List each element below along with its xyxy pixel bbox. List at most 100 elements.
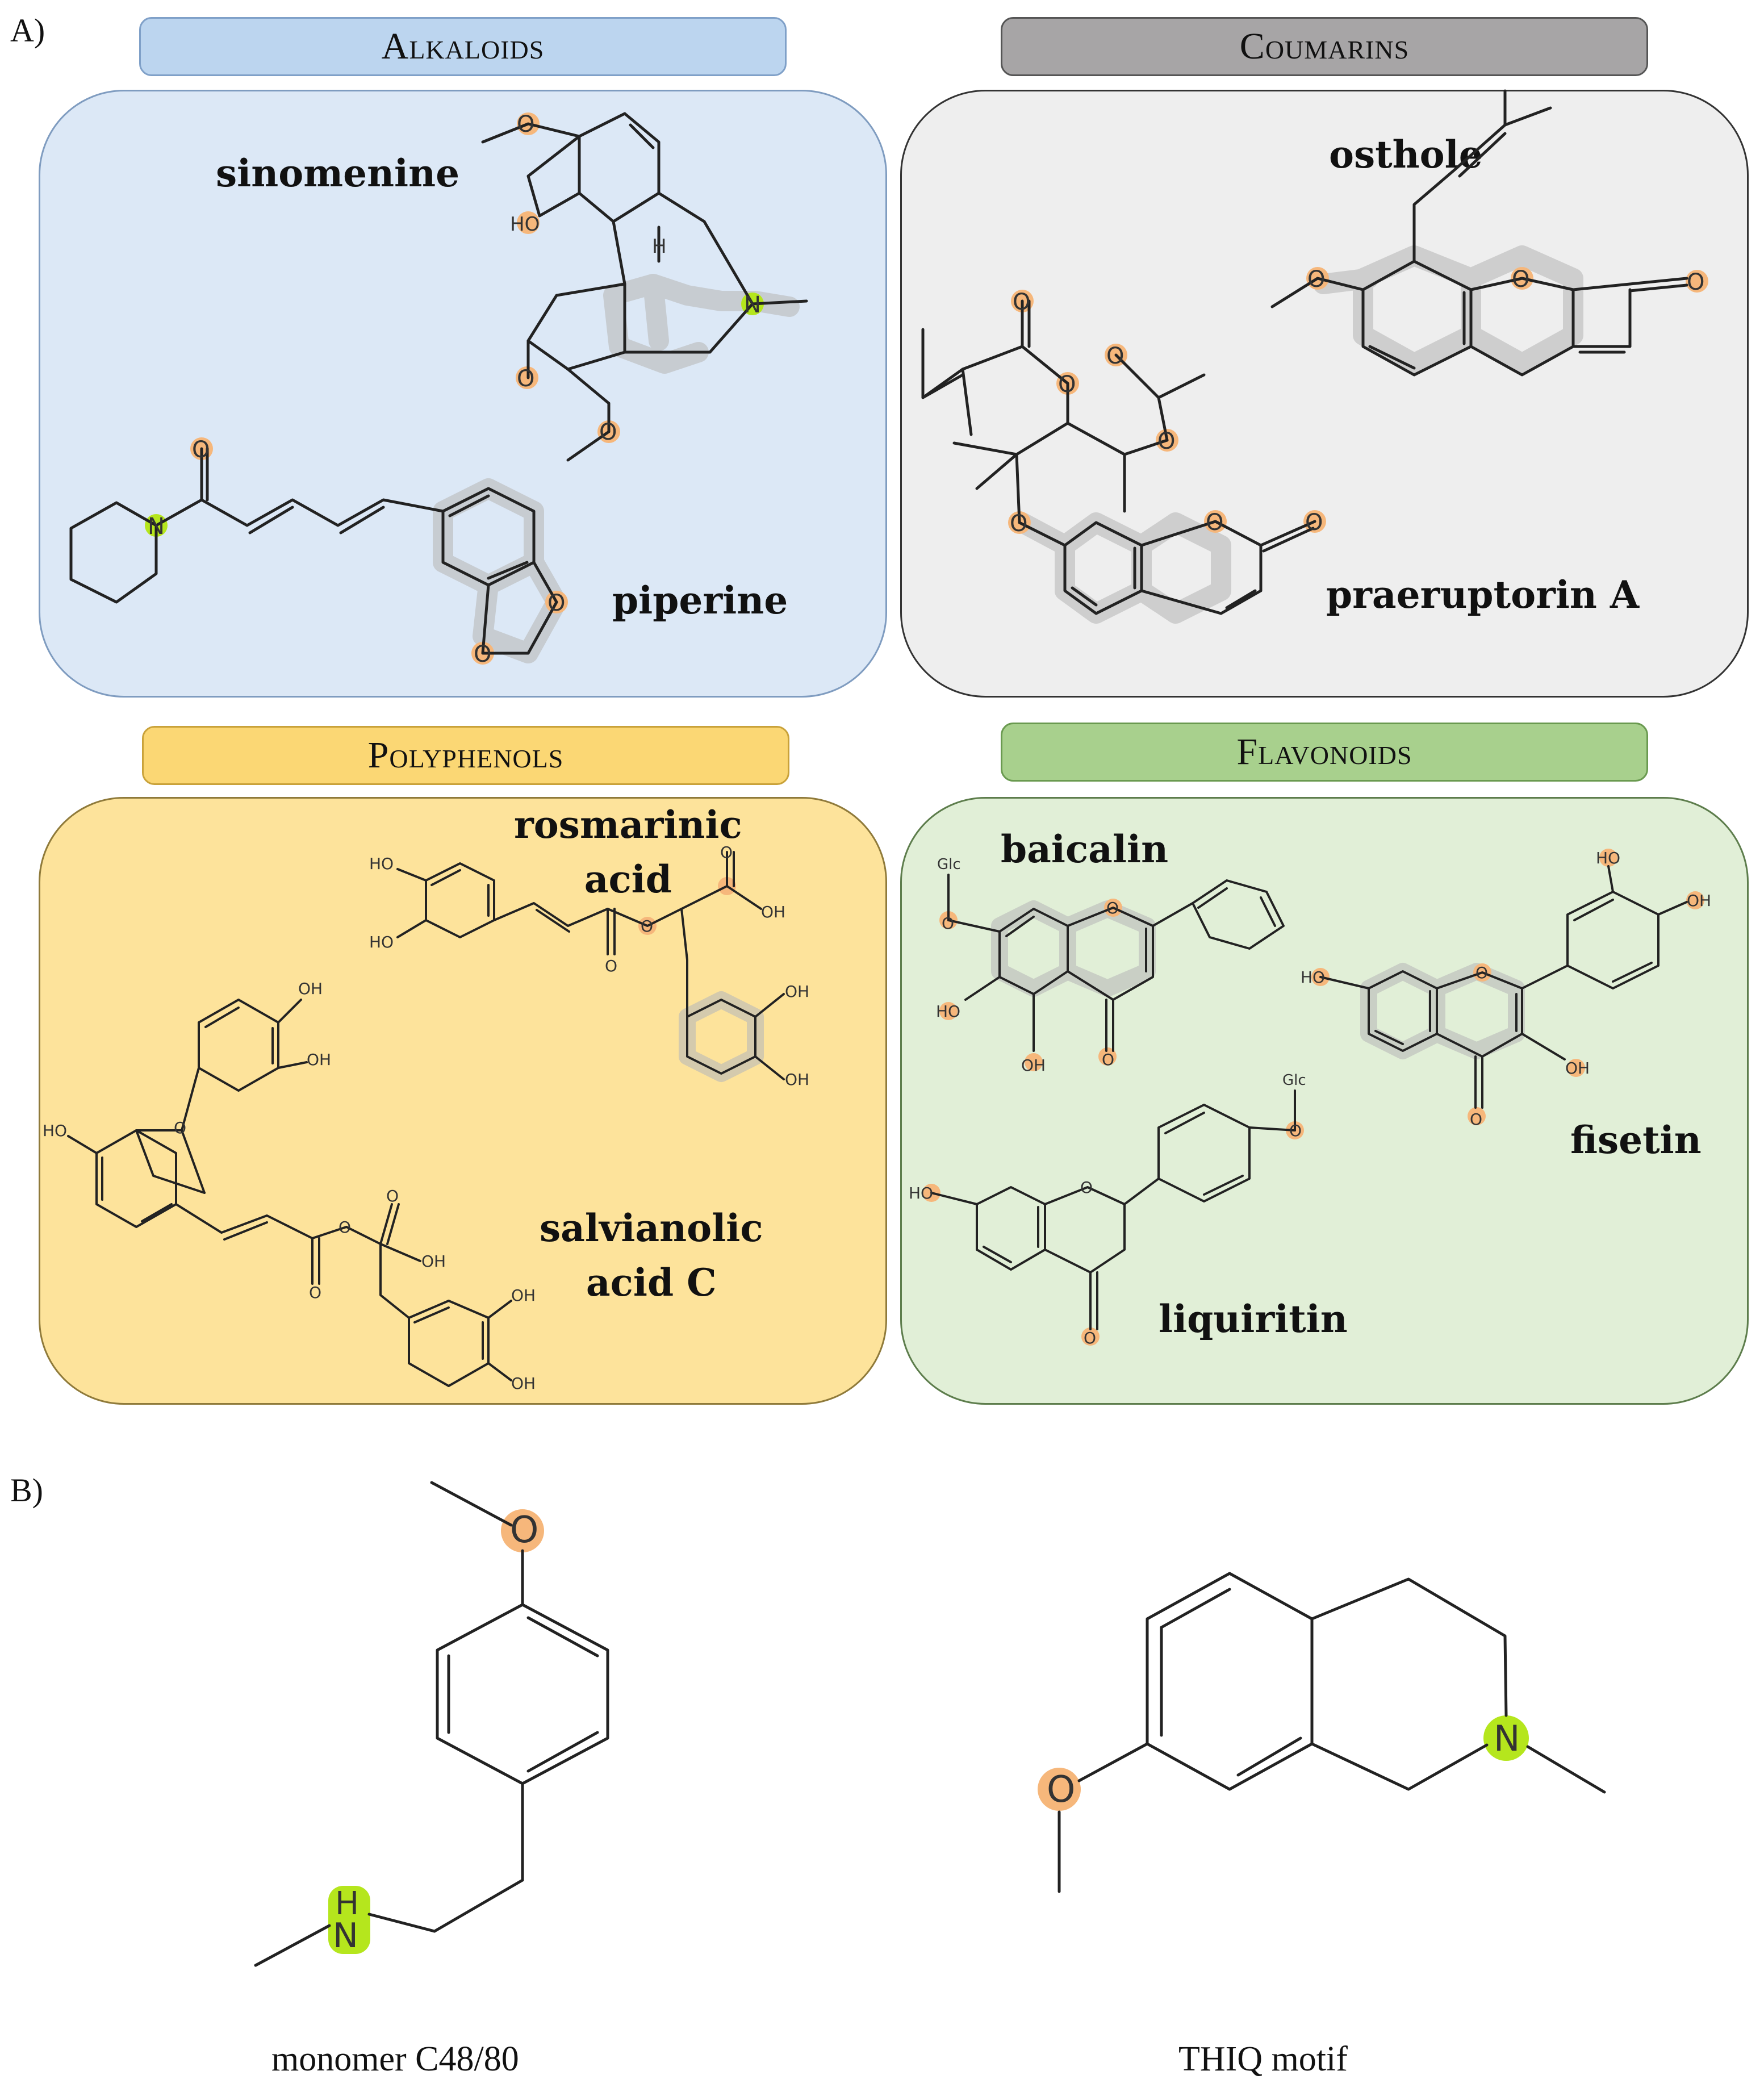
atom-label: O [1512, 266, 1529, 293]
baicalin-structure: Glc O HO OH O O [936, 856, 1285, 1075]
oxygen-highlight [939, 1002, 958, 1020]
atom-label: O [1084, 1329, 1096, 1347]
atom-label: HO [909, 1184, 933, 1203]
atom-label: H [335, 1885, 359, 1922]
atom-label: O [192, 437, 210, 463]
atom-label: O [1687, 269, 1704, 295]
atom-label: O [1106, 899, 1119, 917]
oxygen-highlight [1686, 270, 1708, 293]
atom-label: OH [298, 979, 323, 998]
atom-label: H [652, 235, 667, 258]
coumarins-title: Coumarins [1239, 26, 1410, 67]
oxygen-highlight [1599, 849, 1617, 867]
atom-label: O [386, 1187, 399, 1205]
atom-label: O [510, 1509, 538, 1551]
thiq-motif-structure: O N [1038, 1572, 1606, 1893]
atom-label: Glc [1282, 1072, 1306, 1089]
atom-label: O [1475, 963, 1488, 982]
atom-label: OH [785, 1070, 809, 1089]
piperine-structure: O N O O [69, 437, 568, 667]
atom-label: HO [43, 1121, 67, 1140]
atom-label: N [333, 1916, 358, 1956]
atom-label: O [1047, 1769, 1075, 1811]
oxygen-highlight [1468, 1107, 1486, 1125]
coumarins-panel [900, 90, 1749, 698]
atom-label: O [1106, 343, 1124, 369]
atom-label: OH [307, 1050, 331, 1069]
atom-label: OH [1687, 891, 1711, 910]
nitrogen-highlight [328, 1886, 370, 1954]
atom-label: OH [1565, 1059, 1590, 1078]
atom-label: N [148, 513, 165, 540]
atom-label: OH [421, 1252, 446, 1271]
atom-label: OH [511, 1374, 536, 1393]
rosmarinic-acid-label: rosmarinic acid [514, 798, 742, 907]
atom-label: O [309, 1283, 321, 1302]
atom-label: O [174, 1118, 186, 1137]
sinomenine-label: sinomenine [216, 151, 460, 195]
atom-label: O [547, 590, 565, 616]
atom-label: N [744, 292, 761, 318]
coumarins-banner: Coumarins [1001, 17, 1648, 76]
fisetin-structure: HO O O OH HO OH [1301, 849, 1711, 1129]
rosmarinic-acid-structure: HO HO O O O OH OH OH [369, 843, 809, 1089]
atom-label: O [1206, 510, 1223, 536]
rosmarinic-acid-line2: acid [584, 857, 672, 901]
baicalin-label: baicalin [1001, 827, 1169, 871]
thiq-caption: THIQ motif [1178, 2040, 1348, 2078]
section-label-a: A) [10, 12, 45, 49]
monomer-c48-80-structure: O H N [254, 1481, 609, 1967]
atom-label: O [1010, 511, 1027, 537]
atom-label: O [1470, 1110, 1482, 1129]
atom-label: O [1058, 371, 1076, 398]
atom-label: HO [369, 854, 394, 873]
oxygen-highlight [517, 211, 540, 234]
alkaloids-panel [39, 90, 887, 698]
atom-label: O [1013, 289, 1030, 315]
atom-label: O [942, 914, 954, 933]
salvianolic-acid-c-line1: salvianolic [540, 1206, 763, 1250]
flavonoids-title: Flavonoids [1236, 731, 1412, 773]
oxygen-highlight [501, 1509, 544, 1552]
atom-label: O [641, 917, 653, 936]
fisetin-label: fisetin [1570, 1118, 1702, 1162]
osthole-structure: O O O [1270, 89, 1708, 377]
atom-label: OH [511, 1286, 536, 1305]
atom-label: OH [1021, 1056, 1046, 1075]
atom-label: O [720, 843, 733, 862]
oxygen-highlight [1567, 1059, 1585, 1077]
section-label-b: B) [10, 1472, 43, 1509]
polyphenols-banner: Polyphenols [142, 726, 789, 785]
atom-label: HO [369, 933, 394, 951]
atom-label: N [1494, 1718, 1520, 1759]
monomer-caption: monomer C48/80 [271, 2040, 519, 2078]
praeruptorin-a-structure: O O O O O O O [921, 289, 1326, 624]
atom-label: O [1289, 1121, 1302, 1140]
nitrogen-highlight [1483, 1715, 1529, 1761]
sinomenine-structure: O HO O O N H [481, 111, 808, 462]
oxygen-highlight [1098, 1047, 1117, 1066]
salvianolic-acid-c-structure: OH OH HO O O O O OH OH OH [43, 979, 536, 1393]
atom-label: OH [785, 982, 809, 1001]
oxygen-highlight [1025, 1053, 1043, 1071]
atom-label: Glc [937, 856, 961, 873]
atom-label: HO [936, 1002, 960, 1021]
atom-label: HO [1301, 968, 1325, 987]
atom-label: O [1307, 266, 1325, 293]
atom-label: HO [510, 213, 540, 236]
flavonoids-panel [900, 797, 1749, 1405]
alkaloids-title: Alkaloids [381, 26, 545, 67]
praeruptorin-a-label: praeruptorin A [1326, 573, 1640, 617]
atom-label: O [474, 641, 491, 667]
atom-label: O [1102, 1050, 1114, 1069]
atom-label: O [605, 957, 617, 975]
oxygen-highlight [1686, 891, 1704, 909]
salvianolic-acid-c-label: salvianolic acid C [540, 1201, 763, 1310]
flavonoids-banner: Flavonoids [1001, 723, 1648, 782]
oxygen-highlight [1038, 1768, 1081, 1811]
oxygen-highlight [1081, 1327, 1100, 1346]
polyphenols-title: Polyphenols [367, 734, 564, 776]
piperine-label: piperine [612, 578, 788, 623]
atom-label: HO [1596, 849, 1620, 867]
salvianolic-acid-c-line2: acid C [586, 1260, 717, 1305]
